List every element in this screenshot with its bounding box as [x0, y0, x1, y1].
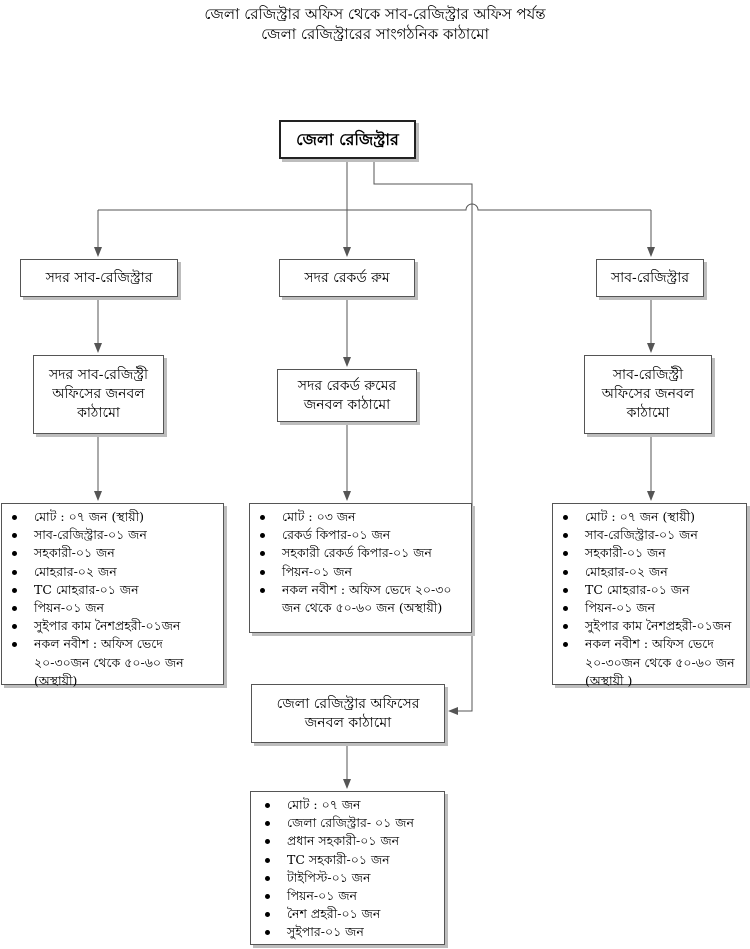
node-sub-registry-staff-structure: সাব-রেজিস্ট্রী অফিসের জনবল কাঠামো: [584, 355, 712, 434]
list-item: পিয়ন-০১ জন: [561, 599, 740, 617]
list-box-sub-registry: মোট : ০৭ জন (স্থায়ী)সাব-রেজিস্ট্রার-০১ …: [552, 503, 747, 688]
list-item: সাব-রেজিস্ট্রার-০১ জন: [561, 526, 740, 544]
list-item: নকল নবীশ : অফিস ভেদে ২০-৩০ জন থেকে ৫০-৬০…: [258, 581, 465, 617]
list-item: পিয়ন-০১ জন: [263, 887, 438, 905]
list-item: প্রধান সহকারী-০১ জন: [263, 832, 438, 850]
staff-list-right: মোট : ০৭ জন (স্থায়ী)সাব-রেজিস্ট্রার-০১ …: [561, 508, 740, 690]
list-item: TC মোহরার-০১ জন: [10, 581, 217, 599]
node-district-registrar-office-staff-structure: জেলা রেজিস্ট্রার অফিসের জনবল কাঠামো: [251, 684, 445, 743]
list-item: TC মোহরার-০১ জন: [561, 581, 740, 599]
list-item: নৈশ প্রহরী-০১ জন: [263, 905, 438, 923]
list-item: মোট : ০৭ জন (স্থায়ী): [561, 508, 740, 526]
list-item: সুইপার-০১ জন: [263, 923, 438, 941]
list-item: মোহরার-০২ জন: [10, 563, 217, 581]
node-sub-registrar: সাব-রেজিস্ট্রার: [596, 259, 704, 297]
connector-root-to-district: [373, 159, 473, 715]
list-item: সাব-রেজিস্ট্রার-০১ জন: [10, 526, 217, 544]
list-item: TC সহকারী-০১ জন: [263, 851, 438, 869]
list-item: সুইপার কাম নৈশপ্রহরী-০১জন: [561, 617, 740, 635]
list-item: মোট : ০৭ জন (স্থায়ী): [10, 508, 217, 526]
list-item: পিয়ন-০১ জন: [258, 563, 465, 581]
list-box-sadar-sub-registry: মোট : ০৭ জন (স্থায়ী)সাব-রেজিস্ট্রার-০১ …: [1, 503, 224, 688]
list-item: মোট : ০৩ জন: [258, 508, 465, 526]
list-item: সহকারী-০১ জন: [561, 544, 740, 562]
node-sadar-record-room-staff-structure: সদর রেকর্ড রুমের জনবল কাঠামো: [277, 369, 417, 422]
list-item: মোহরার-০২ জন: [561, 563, 740, 581]
staff-list-left: মোট : ০৭ জন (স্থায়ী)সাব-রেজিস্ট্রার-০১ …: [10, 508, 217, 690]
list-item: নকল নবীশ : অফিস ভেদে ২০-৩০জন থেকে ৫০-৬০ …: [10, 635, 217, 690]
node-district-registrar: জেলা রেজিস্ট্রার: [279, 120, 416, 159]
list-item: নকল নবীশ : অফিস ভেদে ২০-৩০জন থেকে ৫০-৬০ …: [561, 635, 740, 690]
list-item: রেকর্ড কিপার-০১ জন: [258, 526, 465, 544]
list-item: মোট : ০৭ জন: [263, 796, 438, 814]
list-item: পিয়ন-০১ জন: [10, 599, 217, 617]
list-item: সুইপার কাম নৈশপ্রহরী-০১জন: [10, 617, 217, 635]
diagram-title-line-2: জেলা রেজিস্ট্রারের সাংগঠনিক কাঠামো: [261, 25, 489, 43]
list-item: সহকারী রেকর্ড কিপার-০১ জন: [258, 544, 465, 562]
list-item: জেলা রেজিস্ট্রার- ০১ জন: [263, 814, 438, 832]
connector-branch-horizontal: [98, 203, 651, 211]
list-item: টাইপিস্ট-০১ জন: [263, 869, 438, 887]
node-sadar-sub-registrar: সদর সাব-রেজিস্ট্রার: [20, 259, 178, 297]
diagram-title-line-1: জেলা রেজিস্ট্রার অফিস থেকে সাব-রেজিস্ট্র…: [204, 5, 546, 23]
node-sadar-record-room: সদর রেকর্ড রুম: [279, 259, 415, 297]
list-item: সহকারী-০১ জন: [10, 544, 217, 562]
node-sadar-sub-registry-staff-structure: সদর সাব-রেজিস্ট্রী অফিসের জনবল কাঠামো: [33, 355, 164, 434]
